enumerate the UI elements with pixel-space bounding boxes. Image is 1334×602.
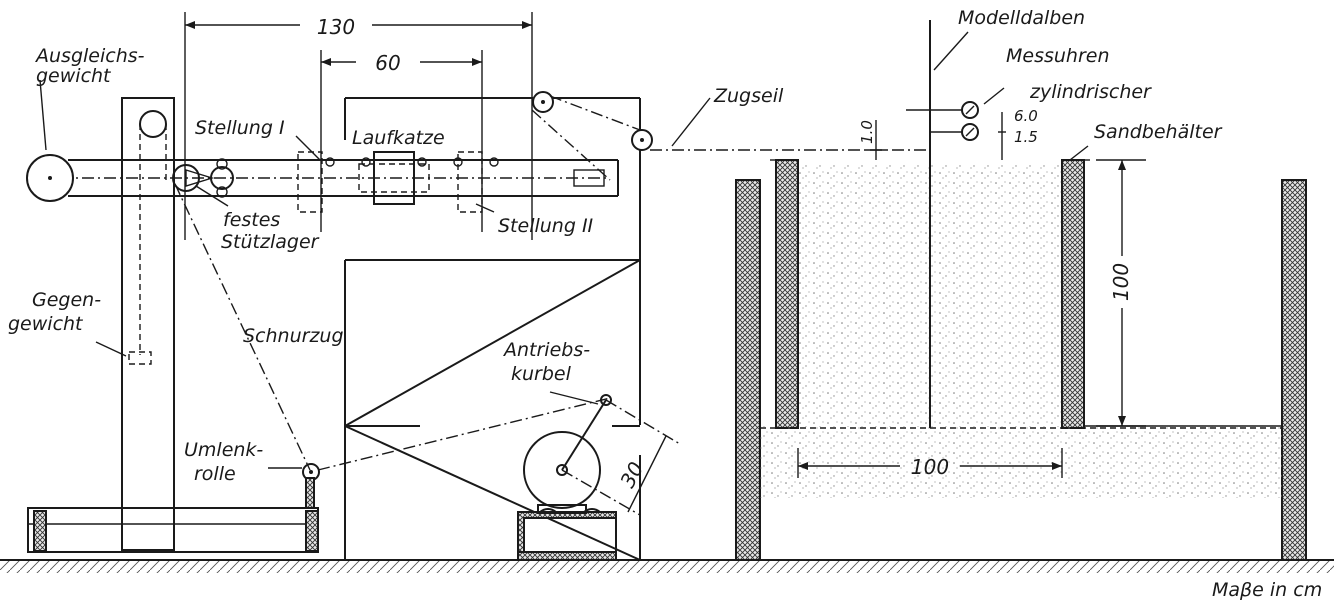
- counterweight-disc: [26, 154, 74, 202]
- trolley: [297, 151, 499, 213]
- label-laufkatze: Laufkatze: [352, 127, 445, 149]
- label-ausgleichsgewicht-2: gewicht: [36, 65, 112, 87]
- label-modelldalben: Modelldalben: [958, 7, 1085, 29]
- frame-structure: [344, 97, 641, 561]
- label-festes: festes: [223, 209, 280, 231]
- label-schnurzug: Schnurzug: [243, 325, 344, 347]
- dim-1-5-label: 1.5: [1014, 128, 1038, 146]
- dim-6-label: 6.0: [1014, 107, 1038, 125]
- dimension-depth: 100: [1096, 159, 1146, 427]
- dimension-width: 100: [797, 448, 1063, 479]
- dim-130-label: 130: [317, 15, 355, 39]
- dim-100-horizontal-label: 100: [911, 455, 949, 479]
- label-zylindrischer: zylindrischer: [1029, 81, 1152, 103]
- label-umlenk: Umlenk-: [184, 439, 263, 461]
- label-masse: Maβe in cm: [1212, 579, 1322, 601]
- ground-line: [0, 559, 1334, 573]
- drive-crank: 30: [517, 394, 681, 561]
- sand-bed: [760, 425, 1282, 498]
- support-bearing: [172, 158, 234, 198]
- label-kurbel: kurbel: [511, 363, 572, 385]
- tower-column: [121, 97, 175, 551]
- label-ausgleichsgewicht-1: Ausgleichs-: [34, 45, 145, 67]
- dimension-pile-offset: 1.0: [858, 120, 886, 160]
- dimension-130: 130: [184, 12, 533, 240]
- pulley-right: [631, 129, 653, 151]
- label-stellung-2: Stellung II: [498, 215, 594, 237]
- deflection-pulley: [302, 463, 320, 509]
- label-messuhren: Messuhren: [1006, 45, 1110, 67]
- ropes: [174, 95, 930, 471]
- label-antriebs: Antriebs-: [502, 339, 590, 361]
- balance-beam: [60, 159, 619, 197]
- label-zugseil: Zugseil: [713, 85, 784, 107]
- dim-1-0-label: 1.0: [858, 120, 876, 144]
- label-stellung-1: Stellung I: [195, 117, 285, 139]
- label-rolle: rolle: [194, 463, 236, 485]
- label-gegengewicht-1: Gegen-: [32, 289, 101, 311]
- dial-gauges: 6.0 1.5: [906, 101, 1038, 160]
- dim-60-label: 60: [375, 51, 400, 75]
- leader-lines: [39, 31, 1089, 469]
- dim-100-vertical-label: 100: [1109, 263, 1133, 301]
- label-gegengewicht-2: gewicht: [8, 313, 84, 335]
- label-sandbehaelter: Sandbehälter: [1094, 121, 1223, 143]
- dim-30-label: 30: [615, 458, 648, 492]
- base-frame: [27, 507, 319, 553]
- label-stuetzlager: Stützlager: [221, 231, 320, 253]
- outer-walls: [735, 179, 1307, 561]
- pulley-top: [532, 91, 554, 113]
